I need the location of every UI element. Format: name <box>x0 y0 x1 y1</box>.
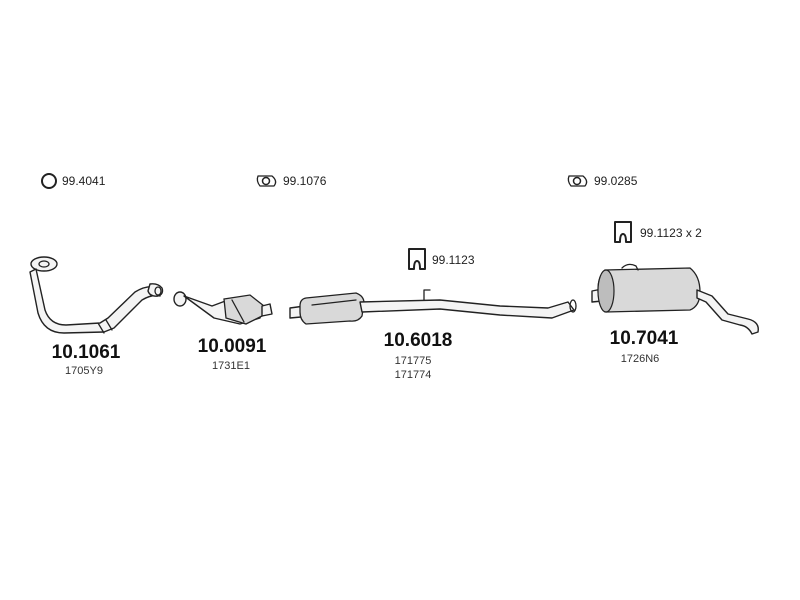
accessory-code-99-0285: 99.0285 <box>594 174 638 188</box>
oem-number-171775: 171775 <box>395 355 432 367</box>
oem-number-1705y9: 1705Y9 <box>65 365 103 377</box>
accessory-code-99-1123: 99.1123 <box>432 253 475 267</box>
catalytic-converter-drawing <box>173 291 273 325</box>
front-pipe-drawing <box>29 256 164 334</box>
part-number-10-0091: 10.0091 <box>198 336 267 357</box>
flange-gasket-icon <box>567 175 588 187</box>
rubber-hanger-icon <box>614 221 632 243</box>
rubber-hanger-icon <box>408 248 426 270</box>
flange-gasket-icon <box>256 175 277 187</box>
middle-muffler-drawing <box>289 289 577 325</box>
accessory-code-99-4041: 99.4041 <box>62 174 106 188</box>
oem-number-1731e1: 1731E1 <box>212 360 250 372</box>
rear-muffler-drawing <box>591 263 759 335</box>
accessory-code-99-1076: 99.1076 <box>283 174 327 188</box>
accessory-code-99-1123-x2: 99.1123 x 2 <box>640 226 702 240</box>
oem-number-171774: 171774 <box>395 369 432 381</box>
part-number-10-1061: 10.1061 <box>52 342 121 363</box>
ring-gasket-icon <box>41 173 57 189</box>
part-number-10-6018: 10.6018 <box>384 330 453 351</box>
part-number-10-7041: 10.7041 <box>610 328 679 349</box>
oem-number-1726n6: 1726N6 <box>621 353 660 365</box>
